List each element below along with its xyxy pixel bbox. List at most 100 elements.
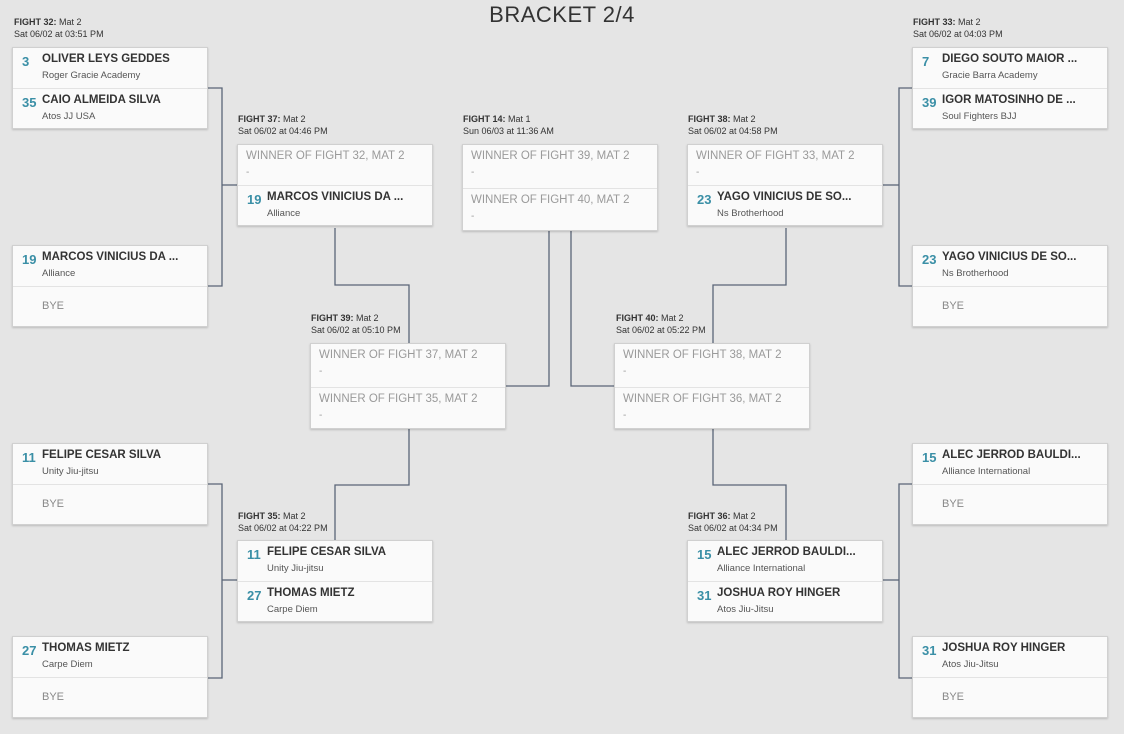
fight-number: FIGHT 40:: [616, 313, 659, 323]
bye-card-right-3[interactable]: 31 JOSHUA ROY HINGER Atos Jiu-Jitsu BYE: [912, 636, 1108, 718]
competitor-name: YAGO VINICIUS DE SO...: [717, 191, 852, 203]
competitor-row[interactable]: 15 ALEC JERROD BAULDI... Alliance Intern…: [913, 444, 1107, 484]
page-title: BRACKET 2/4: [489, 2, 635, 27]
competitor-row[interactable]: 39 IGOR MATOSINHO DE ... Soul Fighters B…: [913, 88, 1107, 128]
seed-number: 19: [22, 252, 37, 267]
competitor-row[interactable]: 11 FELIPE CESAR SILVA Unity Jiu-jitsu: [13, 444, 207, 484]
competitor-team: Unity Jiu-jitsu: [267, 563, 324, 574]
fight-number: FIGHT 38:: [688, 114, 731, 124]
pending-slot[interactable]: WINNER OF FIGHT 37, MAT 2 -: [311, 344, 505, 387]
seed-number: 19: [247, 192, 262, 207]
pending-dash: -: [623, 410, 627, 421]
bye-row: BYE: [913, 484, 1107, 524]
bye-card-left-3[interactable]: 27 THOMAS MIETZ Carpe Diem BYE: [12, 636, 208, 718]
fight-time: Sat 06/02 at 05:10 PM: [311, 325, 401, 335]
fight-number: FIGHT 32:: [14, 17, 57, 27]
fight-number: FIGHT 33:: [913, 17, 956, 27]
competitor-row[interactable]: 3 OLIVER LEYS GEDDES Roger Gracie Academ…: [13, 48, 207, 88]
fight-38-card[interactable]: WINNER OF FIGHT 33, MAT 2 - 23 YAGO VINI…: [687, 144, 883, 226]
fight-39-card[interactable]: WINNER OF FIGHT 37, MAT 2 - WINNER OF FI…: [310, 343, 506, 429]
competitor-team: Alliance International: [717, 563, 806, 574]
fight-40-card[interactable]: WINNER OF FIGHT 38, MAT 2 - WINNER OF FI…: [614, 343, 810, 429]
competitor-name: ALEC JERROD BAULDI...: [942, 449, 1081, 461]
competitor-row[interactable]: 23 YAGO VINICIUS DE SO... Ns Brotherhood: [688, 185, 882, 225]
competitor-row[interactable]: 27 THOMAS MIETZ Carpe Diem: [13, 637, 207, 677]
competitor-team: Soul Fighters BJJ: [942, 111, 1017, 122]
competitor-team: Atos JJ USA: [42, 111, 96, 122]
bye-card-left-1[interactable]: 19 MARCOS VINÍCIUS DA ... Alliance BYE: [12, 245, 208, 327]
fight-number: FIGHT 36:: [688, 511, 731, 521]
fight-14-card[interactable]: WINNER OF FIGHT 39, MAT 2 - WINNER OF FI…: [462, 144, 658, 231]
fight-33-card[interactable]: 7 DIEGO SOUTO MAIOR ... Gracie Barra Aca…: [912, 47, 1108, 129]
pending-slot[interactable]: WINNER OF FIGHT 36, MAT 2 -: [615, 387, 809, 428]
competitor-name: FELIPE CESAR SILVA: [42, 449, 162, 461]
pending-label: WINNER OF FIGHT 32, MAT 2: [246, 150, 405, 162]
pending-slot[interactable]: WINNER OF FIGHT 32, MAT 2 -: [238, 145, 432, 185]
seed-number: 3: [22, 54, 30, 69]
competitor-name: MARCOS VINÍCIUS DA ...: [42, 251, 179, 263]
pending-dash: -: [471, 167, 475, 178]
bye-row: BYE: [913, 286, 1107, 326]
fight-time: Sat 06/02 at 04:58 PM: [688, 126, 778, 136]
competitor-row[interactable]: 19 MARCOS VINÍCIUS DA ... Alliance: [13, 246, 207, 286]
pending-dash: -: [319, 366, 323, 377]
fight-38-info: FIGHT 38: Mat 2 Sat 06/02 at 04:58 PM: [688, 113, 778, 137]
competitor-row[interactable]: 31 JOSHUA ROY HINGER Atos Jiu-Jitsu: [688, 581, 882, 621]
pending-label: WINNER OF FIGHT 35, MAT 2: [319, 393, 478, 405]
competitor-row[interactable]: 19 MARCOS VINÍCIUS DA ... Alliance: [238, 185, 432, 225]
competitor-row[interactable]: 7 DIEGO SOUTO MAIOR ... Gracie Barra Aca…: [913, 48, 1107, 88]
fight-32-card[interactable]: 3 OLIVER LEYS GEDDES Roger Gracie Academ…: [12, 47, 208, 129]
fight-36-card[interactable]: 15 ALEC JERROD BAULDI... Alliance Intern…: [687, 540, 883, 622]
bye-card-right-2[interactable]: 15 ALEC JERROD BAULDI... Alliance Intern…: [912, 443, 1108, 525]
bye-label: BYE: [942, 691, 965, 703]
fight-number: FIGHT 37:: [238, 114, 281, 124]
competitor-name: OLIVER LEYS GEDDES: [42, 53, 170, 65]
competitor-team: Carpe Diem: [42, 659, 93, 670]
fight-37-card[interactable]: WINNER OF FIGHT 32, MAT 2 - 19 MARCOS VI…: [237, 144, 433, 226]
pending-slot[interactable]: WINNER OF FIGHT 33, MAT 2 -: [688, 145, 882, 185]
pending-slot[interactable]: WINNER OF FIGHT 39, MAT 2 -: [463, 145, 657, 188]
pending-slot[interactable]: WINNER OF FIGHT 35, MAT 2 -: [311, 387, 505, 428]
competitor-team: Gracie Barra Academy: [942, 70, 1038, 81]
seed-number: 15: [922, 450, 937, 465]
competitor-row[interactable]: 31 JOSHUA ROY HINGER Atos Jiu-Jitsu: [913, 637, 1107, 677]
competitor-row[interactable]: 27 THOMAS MIETZ Carpe Diem: [238, 581, 432, 621]
bye-card-left-2[interactable]: 11 FELIPE CESAR SILVA Unity Jiu-jitsu BY…: [12, 443, 208, 525]
bye-card-right-1[interactable]: 23 YAGO VINICIUS DE SO... Ns Brotherhood…: [912, 245, 1108, 327]
pending-dash: -: [471, 211, 475, 222]
pending-slot[interactable]: WINNER OF FIGHT 40, MAT 2 -: [463, 188, 657, 230]
competitor-team: Roger Gracie Academy: [42, 70, 141, 81]
seed-number: 35: [22, 95, 37, 110]
competitor-row[interactable]: 35 CAIO ALMEIDA SILVA Atos JJ USA: [13, 88, 207, 128]
fight-37-info: FIGHT 37: Mat 2 Sat 06/02 at 04:46 PM: [238, 113, 328, 137]
seed-number: 27: [247, 588, 262, 603]
competitor-row[interactable]: 15 ALEC JERROD BAULDI... Alliance Intern…: [688, 541, 882, 581]
pending-slot[interactable]: WINNER OF FIGHT 38, MAT 2 -: [615, 344, 809, 387]
pending-label: WINNER OF FIGHT 39, MAT 2: [471, 150, 630, 162]
seed-number: 23: [922, 252, 937, 267]
competitor-team: Alliance: [267, 208, 301, 219]
pending-dash: -: [319, 410, 323, 421]
seed-number: 15: [697, 547, 712, 562]
fight-14-info: FIGHT 14: Mat 1 Sun 06/03 at 11:36 AM: [463, 113, 554, 137]
competitor-team: Atos Jiu-Jitsu: [717, 604, 774, 615]
seed-number: 11: [247, 547, 261, 562]
competitor-team: Ns Brotherhood: [717, 208, 784, 219]
pending-label: WINNER OF FIGHT 37, MAT 2: [319, 349, 478, 361]
fight-number: FIGHT 35:: [238, 511, 281, 521]
bye-label: BYE: [42, 300, 65, 312]
competitor-name: MARCOS VINÍCIUS DA ...: [267, 191, 404, 203]
bye-label: BYE: [942, 300, 965, 312]
fight-time: Sun 06/03 at 11:36 AM: [463, 126, 554, 136]
fight-35-card[interactable]: 11 FELIPE CESAR SILVA Unity Jiu-jitsu 27…: [237, 540, 433, 622]
pending-dash: -: [246, 167, 250, 178]
seed-number: 23: [697, 192, 712, 207]
competitor-row[interactable]: 11 FELIPE CESAR SILVA Unity Jiu-jitsu: [238, 541, 432, 581]
fight-time: Sat 06/02 at 03:51 PM: [14, 29, 104, 39]
competitor-team: Atos Jiu-Jitsu: [942, 659, 999, 670]
competitor-name: ALEC JERROD BAULDI...: [717, 546, 856, 558]
pending-label: WINNER OF FIGHT 40, MAT 2: [471, 194, 630, 206]
pending-label: WINNER OF FIGHT 33, MAT 2: [696, 150, 855, 162]
competitor-name: DIEGO SOUTO MAIOR ...: [942, 53, 1078, 65]
competitor-row[interactable]: 23 YAGO VINICIUS DE SO... Ns Brotherhood: [913, 246, 1107, 286]
